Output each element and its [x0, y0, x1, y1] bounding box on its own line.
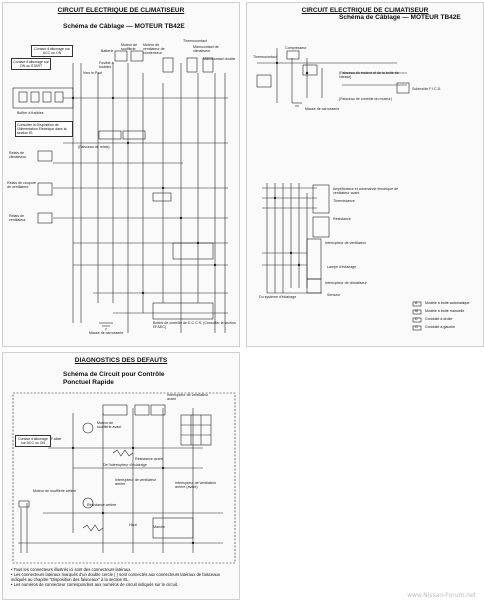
panel-2-subtitle: Schéma de Câblage — MOTEUR TB42E: [339, 14, 461, 21]
label-interrupteur-ventilateur: Interrupteur de ventilateur: [325, 241, 367, 245]
label-marche: Marche: [153, 525, 165, 529]
label-fusible-3: F.aible: [51, 437, 62, 441]
legend-text-m: Modèle à boîte manuelle: [425, 309, 465, 313]
legend-text-d: Conduite à droite: [425, 317, 453, 321]
label-interrupteur-eclairage: De l'interrupteur d'éclairage: [103, 463, 147, 467]
label-relais-coupure: Relais de coupure de ventilateur: [7, 181, 36, 190]
panel-3-subtitle: Schéma de Circuit pour Contrôle Ponctuel…: [63, 371, 165, 386]
panel-2-wiring: [256, 48, 422, 331]
legend-code-g: G: [415, 325, 418, 329]
label-solenoide: Solénoïde F.I.C.D.: [412, 87, 442, 91]
label-masse-carrosserie-2: Masse de carrosserie: [305, 107, 340, 111]
label-faisceau-moteur: (Faisceau du moteur et de la boîte de vi…: [339, 71, 399, 80]
label-faisceau-controle: (Faisceau de contrôle du moteur): [339, 97, 392, 101]
label-thermocontact: Thermocontact: [183, 39, 207, 43]
label-consulter-disposition: Consulter la Disposition de l'Alimentati…: [15, 121, 73, 137]
label-senseur: Senseur: [327, 293, 341, 297]
label-contact-allumage-3: Contact d'allumage sur ACC ou ON: [15, 435, 51, 447]
note-1: • Tous les connecteurs illustrés ici son…: [11, 567, 132, 572]
legend-code-d: D: [415, 317, 418, 321]
label-interrupteur-arriere: Interrupteur de ventilateur arrière: [115, 478, 157, 487]
label-moteur-soufflerie: Moteur de soufflerie: [121, 43, 138, 52]
wiring-diagram-panel-2: CIRCUIT ELECTRIQUE DE CLIMATISEUR Schéma…: [246, 2, 484, 347]
legend-text-a: Modèle à boîte automatique: [425, 301, 470, 305]
legend-code-m: M: [415, 309, 418, 313]
label-moteur-arriere: Moteur de soufflerie arrière: [33, 489, 77, 493]
label-moteur-ventilateur: Moteur de ventilateur de condenseur: [143, 43, 165, 56]
notes-block: • Tous les connecteurs illustrés ici son…: [11, 567, 233, 587]
panel-3-header: DIAGNOSTICS DES DEFAUTS: [74, 357, 168, 364]
label-systeme-eclairage: Du système d'éclairage: [259, 295, 297, 299]
label-contact-allumage: Contact d'allumage sur ACC ou ON: [31, 45, 73, 57]
wiring-diagram-panel-1: CIRCUIT ELECTRIQUE DE CLIMATISEUR Schéma…: [2, 2, 240, 347]
label-interrupteur-climatiseur: Interrupteur de climatiseur: [325, 281, 367, 285]
label-haut: Haut: [129, 523, 137, 527]
label-moteur-soufflerie-avant: Moteur de soufflerie avant: [97, 421, 122, 430]
label-lampe-eclairage: Lampe d'éclairage: [327, 265, 357, 269]
label-boitier-commande: Boîtier de contrôle de E.C.C.S. (Consult…: [153, 321, 236, 330]
label-manocontact-climatiseur: Manocontact de climatiseur: [193, 45, 219, 54]
label-manocontact-double: Manocontact double: [203, 57, 236, 61]
label-batterie: Batterie: [101, 49, 114, 53]
panel-1-wiring: [12, 50, 228, 333]
label-vers-relais: Vers le Pact: [83, 71, 103, 75]
panel-2-header: CIRCUIT ELECTRIQUE DE CLIMATISEUR: [301, 7, 429, 14]
label-interrupteur-avant: Interrupteur de ventilateur avant: [167, 393, 209, 402]
label-interrupteur-arriere-2: Interrupteur de ventilateur arrière (ava…: [175, 481, 217, 490]
watermark: www.Nissan-Forum.net: [407, 592, 476, 599]
label-relais-climatiseur: Relais de climatiseur: [9, 151, 27, 160]
panel-1-header: CIRCUIT ELECTRIQUE DE CLIMATISEUR: [57, 7, 185, 14]
label-fusible: Fusible à fusibles: [99, 61, 114, 70]
legend-code-a: A: [415, 301, 418, 305]
label-masse-carrosserie: Masse de carrosserie: [89, 331, 124, 335]
label-thermocontact-2: Thermocontact: [253, 55, 277, 59]
label-resistance-avant: Résistance avant: [135, 457, 163, 461]
label-resistance: Résistance: [333, 217, 351, 221]
label-relais-ventilateur: Relais de ventilateur: [9, 214, 26, 223]
circuit-diagram-panel-3: DIAGNOSTICS DES DEFAUTS Schéma de Circui…: [2, 352, 240, 600]
panel-3-circuit: [12, 392, 236, 564]
label-resistance-arriere: Résistance arrière: [87, 503, 117, 507]
panel-1-subtitle: Schéma de Câblage — MOTEUR TB42E: [63, 23, 185, 30]
label-amplificateur: Amplificateur et commande électrique de …: [333, 187, 399, 196]
note-2: • Les connecteurs latéraux marqués d'un …: [11, 572, 220, 582]
note-3: • Les numéros de connecteur corresponden…: [11, 582, 179, 587]
label-boitier-fusibles: Boîtier à fusibles: [17, 111, 44, 115]
label-contact-start: Contact d'allumage sur ON ou START: [11, 58, 51, 70]
label-thermistance: Thermistance: [333, 199, 355, 203]
legend-text-g: Conduite à gauche: [425, 325, 456, 329]
label-compresseur: Compresseur: [285, 46, 307, 50]
label-faisceau-relais: (Faisceau de relais): [78, 145, 110, 149]
